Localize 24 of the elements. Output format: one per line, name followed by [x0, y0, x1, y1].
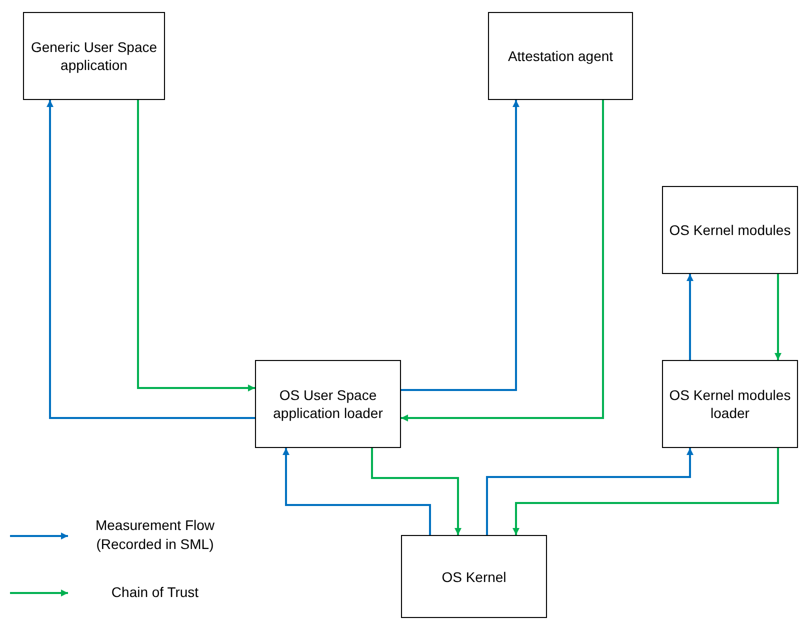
arrow	[774, 274, 782, 360]
arrow	[137, 100, 255, 392]
box-label: Generic User Space application	[30, 38, 158, 74]
process-box	[401, 535, 547, 618]
legend-label: Chain of Trust	[110, 583, 200, 602]
process-box	[255, 360, 401, 448]
box-label: OS Kernel modules	[669, 221, 791, 239]
box-label: OS User Space application loader	[272, 386, 384, 422]
arrow	[282, 448, 431, 535]
process-box	[662, 186, 798, 274]
arrow	[512, 448, 779, 535]
arrow	[371, 448, 462, 535]
arrow	[46, 100, 255, 419]
box-label: OS Kernel modules loader	[668, 386, 792, 422]
box-label: OS Kernel	[442, 568, 506, 586]
process-box	[488, 12, 633, 100]
arrow	[401, 100, 604, 422]
process-box	[23, 12, 165, 100]
arrow	[686, 274, 694, 360]
process-box	[662, 360, 798, 448]
arrow	[486, 448, 694, 535]
legend-label: Measurement Flow (Recorded in SML)	[94, 516, 216, 554]
box-label: Attestation agent	[508, 47, 614, 65]
arrow	[401, 100, 520, 391]
